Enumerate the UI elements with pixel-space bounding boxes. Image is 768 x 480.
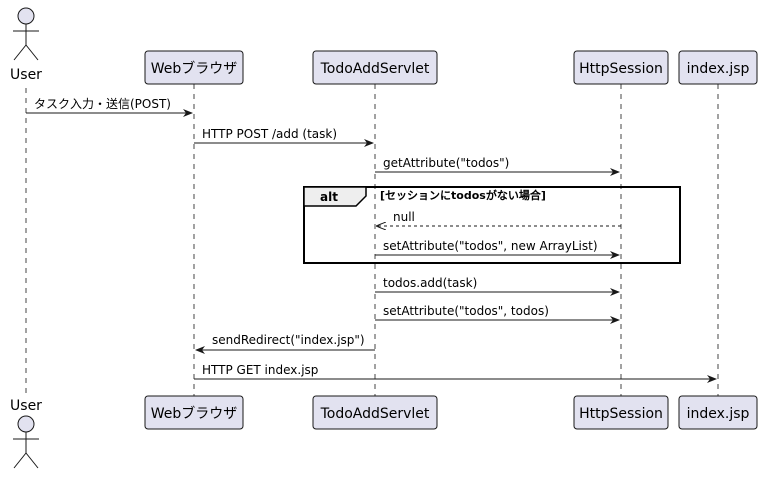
lifelines [25, 84, 719, 398]
participants-bottom: User Webブラウザ TodoAddServlet HttpSession … [10, 395, 758, 469]
participant-label: HttpSession [579, 61, 663, 77]
participant-index-bottom: index.jsp [678, 395, 758, 430]
actor-head [17, 7, 35, 25]
actor-user-bottom: User [10, 398, 42, 469]
participant-servlet-top: TodoAddServlet [312, 50, 438, 85]
alt-fragment: alt [セッションにtodosがない場合] [303, 186, 681, 264]
message-label: todos.add(task) [383, 276, 477, 290]
actor-label: User [10, 67, 42, 83]
actor-label: User [10, 398, 42, 414]
message-label: setAttribute("todos", new ArrayList) [383, 239, 598, 253]
participant-index-top: index.jsp [678, 50, 758, 85]
participant-browser-top: Webブラウザ [144, 50, 244, 85]
message-label: HTTP GET index.jsp [202, 363, 318, 377]
actor-head [17, 415, 35, 433]
alt-keyword: alt [320, 190, 338, 204]
message-label: タスク入力・送信(POST) [34, 96, 171, 111]
message-label: sendRedirect("index.jsp") [212, 333, 365, 347]
message-label: HTTP POST /add (task) [202, 127, 337, 141]
participant-session-top: HttpSession [573, 50, 669, 85]
participant-label: Webブラウザ [151, 60, 238, 77]
participant-label: TodoAddServlet [320, 406, 430, 422]
participant-label: Webブラウザ [151, 405, 238, 422]
participant-session-bottom: HttpSession [573, 395, 669, 430]
participant-label: HttpSession [579, 406, 663, 422]
messages: タスク入力・送信(POST) HTTP POST /add (task) get… [26, 96, 717, 383]
message-label: null [393, 210, 415, 224]
message-label: getAttribute("todos") [383, 156, 509, 170]
participants-top: User Webブラウザ TodoAddServlet HttpSession … [10, 7, 758, 85]
alt-frame [303, 186, 681, 264]
participant-label: index.jsp [687, 61, 750, 77]
alt-condition: [セッションにtodosがない場合] [380, 188, 546, 202]
participant-servlet-bottom: TodoAddServlet [312, 395, 438, 430]
message-label: setAttribute("todos", todos) [383, 304, 549, 318]
alt-tab [303, 186, 367, 207]
participant-browser-bottom: Webブラウザ [144, 395, 244, 430]
participant-label: index.jsp [687, 406, 750, 422]
participant-label: TodoAddServlet [320, 61, 430, 77]
actor-user-top: User [10, 7, 42, 83]
